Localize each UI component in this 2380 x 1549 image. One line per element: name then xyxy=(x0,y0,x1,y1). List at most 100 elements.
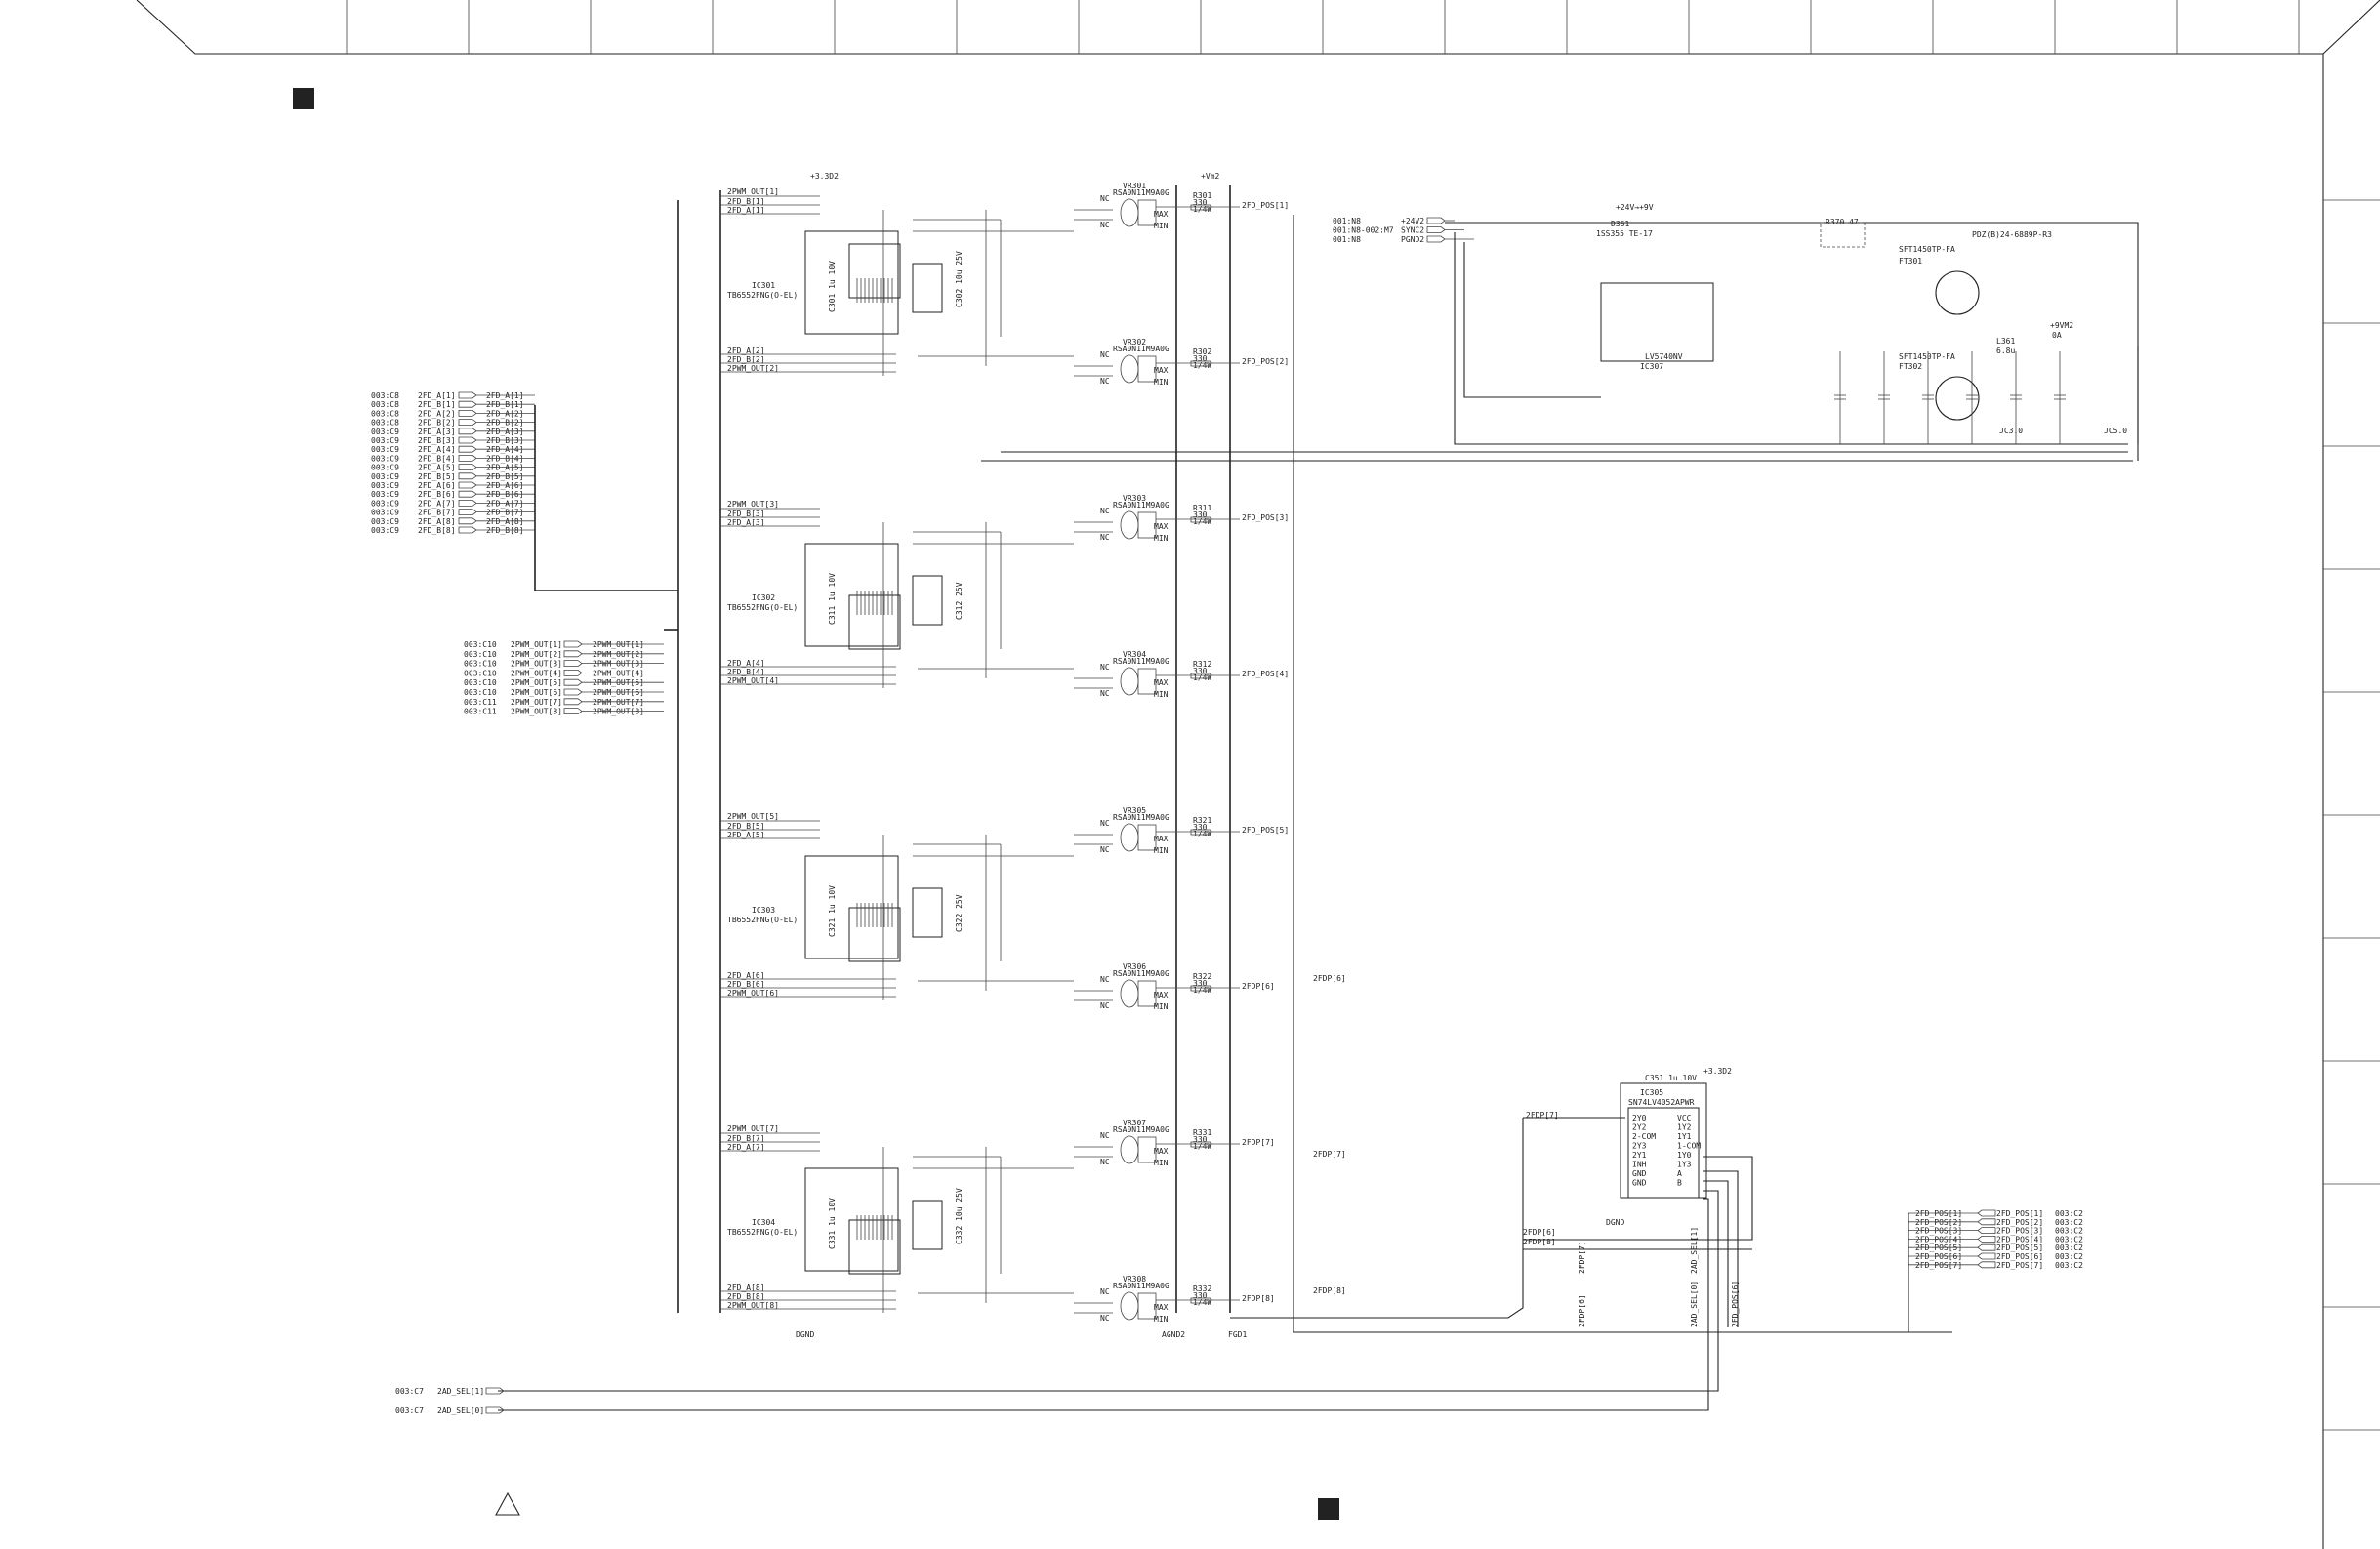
fader-wiper xyxy=(1120,667,1139,696)
fader-ref: VR307 xyxy=(1123,1119,1146,1127)
cap-outline xyxy=(912,887,943,938)
input-ref: 003:C8 xyxy=(371,400,399,409)
vertical-net: 2AD_SEL[0] xyxy=(1690,1281,1699,1327)
mux-vcc: +3.3D2 xyxy=(1703,1067,1732,1076)
fader-resistor: R302 xyxy=(1193,347,1211,356)
mux-pin-left: 2Y3 xyxy=(1632,1142,1647,1151)
driver-cap2: C332 10u 25V xyxy=(955,1188,964,1244)
fader-resistor-val: 330 xyxy=(1193,1135,1208,1144)
fader-nc: NC xyxy=(1100,689,1110,698)
gnd-label: FGD1 xyxy=(1228,1330,1247,1339)
input-net-tag: 2FD_B[8] xyxy=(486,526,524,535)
input-net-tag: 2FD_B[2] xyxy=(486,419,524,428)
output-ref: 003:C2 xyxy=(2055,1218,2083,1227)
driver-net: 2PWM_OUT[4] xyxy=(727,676,779,685)
connector-flag xyxy=(1426,217,1446,224)
driver-net: 2FD_A[2] xyxy=(727,346,765,355)
driver-net: 2PWM_OUT[5] xyxy=(727,812,779,821)
output-net: 2FD_POS[4] xyxy=(1915,1235,1962,1243)
resistor xyxy=(1190,1141,1211,1148)
input-bus xyxy=(534,185,1231,1313)
fader-ref: VR305 xyxy=(1123,806,1146,815)
fader-max: MAX xyxy=(1154,678,1169,687)
fader-resistor-val: 330 xyxy=(1193,667,1208,675)
fader-part: RSA0N11M9A0G xyxy=(1113,969,1169,978)
input-net: 2FD_A[4] xyxy=(418,445,456,454)
fader-max: MAX xyxy=(1154,522,1169,531)
driver-net: 2FD_A[3] xyxy=(727,518,765,527)
wire xyxy=(913,1156,1074,1294)
input-net-tag: 2FD_B[6] xyxy=(486,490,524,499)
fader-max: MAX xyxy=(1154,1147,1169,1156)
mux-cap: C351 1u 10V xyxy=(1645,1074,1697,1082)
connector-flag xyxy=(563,688,583,696)
mux-pin-left: INH xyxy=(1632,1161,1647,1169)
vertical-net: 2FD_POS[6] xyxy=(1731,1281,1740,1327)
diode-ref: D361 xyxy=(1611,220,1629,228)
resistor xyxy=(1190,985,1211,992)
input-ref: 003:C9 xyxy=(371,499,399,508)
fader-nc: NC xyxy=(1100,1131,1110,1140)
input-net: 2FD_B[8] xyxy=(418,526,456,535)
fader-watt: 1/4W xyxy=(1193,1298,1211,1307)
fader-max: MAX xyxy=(1154,210,1169,219)
fader-nc: NC xyxy=(1100,1001,1110,1010)
dcdc-part: LV5740NV xyxy=(1645,352,1683,361)
fader-resistor: R321 xyxy=(1193,816,1211,825)
fet-ref: FT302 xyxy=(1899,362,1922,371)
fader-pos: 2FD_POS[2] xyxy=(1242,357,1289,366)
driver-cap: C311 1u 10V xyxy=(828,573,837,625)
input-net-tag: 2FD_A[8] xyxy=(486,517,524,526)
output-net: 2FD_POS[7] xyxy=(1915,1261,1962,1270)
mux-part: SN74LV4052APWR xyxy=(1628,1098,1695,1107)
connector-flag xyxy=(458,419,477,426)
mux-wire xyxy=(1523,1156,1753,1250)
driver-net: 2FD_B[4] xyxy=(727,668,765,676)
power-title: +24V→+9V xyxy=(1616,203,1654,212)
input-ref: 003:C11 xyxy=(464,708,497,716)
fader-wiper xyxy=(1120,823,1139,852)
output-ref: 003:C2 xyxy=(2055,1235,2083,1243)
driver-part: TB6552FNG(O-EL) xyxy=(727,1228,798,1237)
fader-position-outputs: 2FD_POS[1]2FD_POS[1]003:C22FD_POS[2]2FD_… xyxy=(1908,1209,2083,1332)
fader-pos: 2FD_POS[5] xyxy=(1242,826,1289,835)
driver-net: 2FD_B[2] xyxy=(727,355,765,364)
fader-resistor: R322 xyxy=(1193,972,1211,981)
mux-pin-right: A xyxy=(1677,1169,1682,1178)
page-frame xyxy=(136,0,2380,1549)
driver-net: 2PWM_OUT[8] xyxy=(727,1301,779,1310)
fader-pos: 2FD_POS[3] xyxy=(1242,513,1289,522)
fader-wiper xyxy=(1120,1135,1139,1164)
input-net-tag: 2PWM_OUT[7] xyxy=(593,698,644,707)
mux-pin-right: 1Y3 xyxy=(1677,1161,1692,1169)
input-net-tag: 2FD_A[7] xyxy=(486,499,524,508)
fet-ref: FT301 xyxy=(1899,257,1922,265)
fader-max: MAX xyxy=(1154,366,1169,375)
mux-pin-right: 1-COM xyxy=(1677,1142,1701,1151)
warning-triangle-icon xyxy=(495,1491,520,1516)
driver-block: 2PWM_OUT[3]2FD_B[3]2FD_A[3]2FD_A[4]2FD_B… xyxy=(720,500,1074,688)
resistor xyxy=(1190,516,1211,523)
fader-watt: 1/4W xyxy=(1193,361,1211,370)
jumper-ref: JC3.0 xyxy=(1999,427,2023,435)
input-net: 2FD_B[2] xyxy=(418,419,456,428)
fet-part: SFT1450TP-FA xyxy=(1899,352,1955,361)
corner-marker-bottom xyxy=(1318,1498,1339,1520)
output-ref: 003:C2 xyxy=(2055,1252,2083,1261)
gnd-label: AGND2 xyxy=(1162,1330,1185,1339)
fader-part: RSA0N11M9A0G xyxy=(1113,657,1169,666)
power-input-ref: 001:N8-002:M7 xyxy=(1333,226,1394,235)
connector-flag xyxy=(563,670,583,676)
output-ref: 003:C2 xyxy=(2055,1243,2083,1252)
fader-resistor: R331 xyxy=(1193,1128,1211,1137)
input-ref: 003:C9 xyxy=(371,481,399,490)
driver-part: TB6552FNG(O-EL) xyxy=(727,603,798,612)
cap-outline xyxy=(912,575,943,626)
connector-flag xyxy=(1426,235,1446,243)
input-ref: 003:C9 xyxy=(371,490,399,499)
fader-wiper xyxy=(1120,198,1139,227)
power-out: +9VM2 xyxy=(2050,321,2073,330)
inductor-ref: L361 xyxy=(1996,337,2015,346)
fader-resistor-val: 330 xyxy=(1193,823,1208,832)
input-net-tag: 2FD_B[7] xyxy=(486,509,524,517)
